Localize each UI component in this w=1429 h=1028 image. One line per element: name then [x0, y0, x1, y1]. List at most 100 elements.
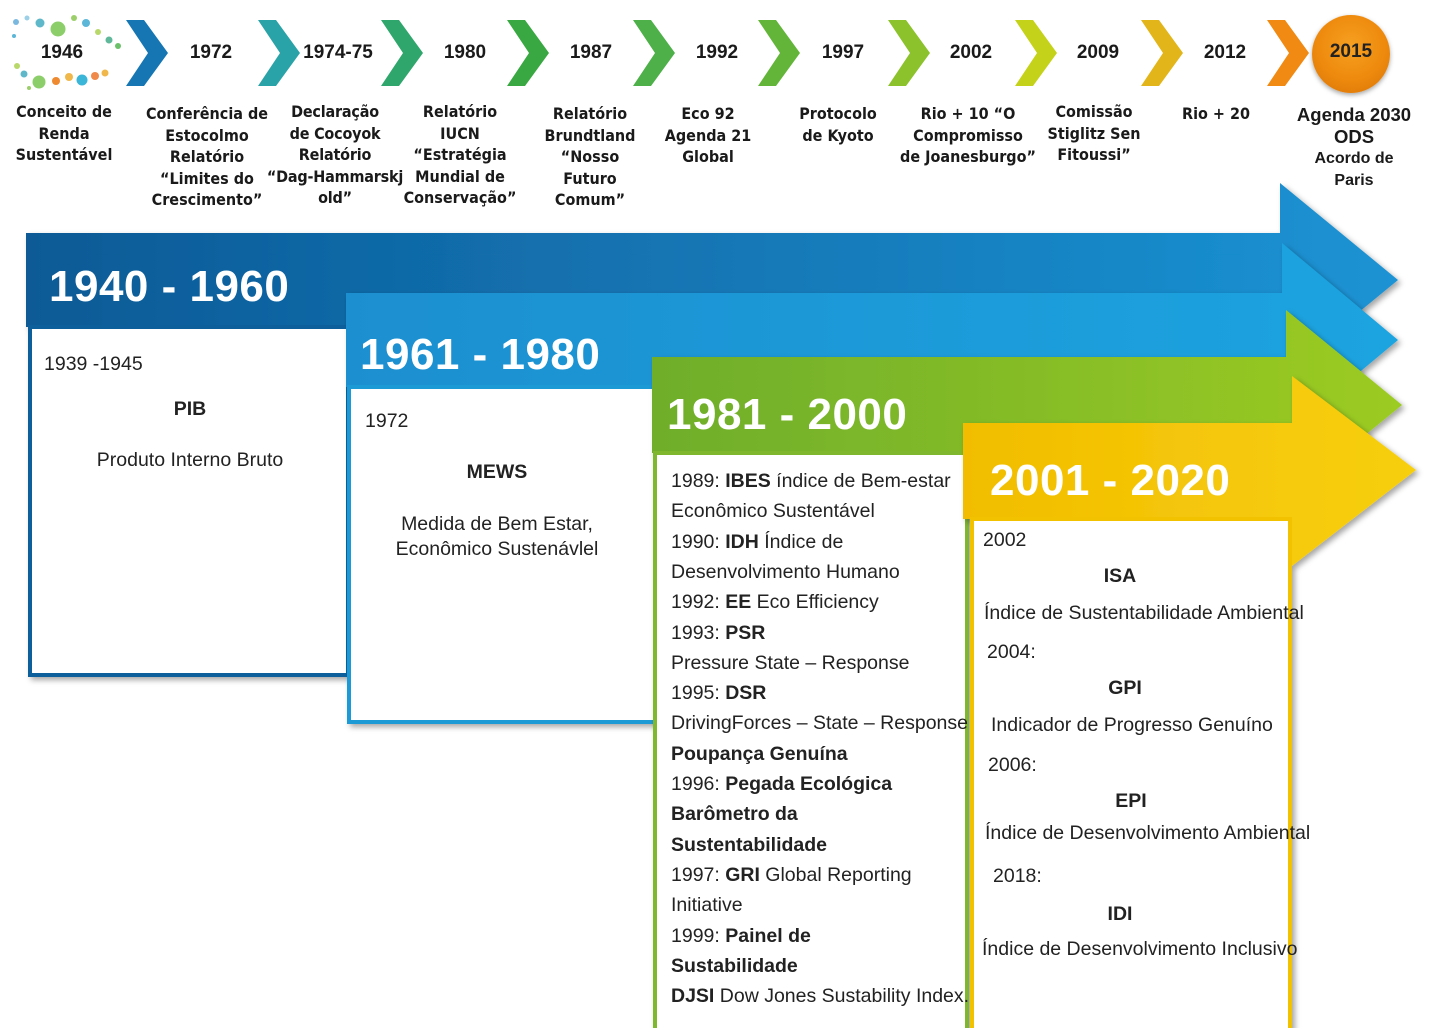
panel3-line: 1990: IDH Índice de — [671, 531, 843, 554]
panel4-name: Índice de Desenvolvimento Inclusivo — [982, 938, 1298, 960]
milestone-2015: Agenda 2030 ODS Acordo de Paris — [1284, 104, 1424, 191]
milestone-line: Sustentável — [15, 145, 113, 165]
band-title: 2001 - 2020 — [990, 456, 1231, 505]
panel3-line-bold: Sustabilidade — [671, 954, 798, 977]
panel4-year: 2006: — [988, 754, 1037, 776]
milestone-line: Declaração — [291, 102, 379, 121]
panel3-line-pre: 1993: — [671, 621, 726, 644]
timeline-year-2009: 2009 — [1076, 42, 1120, 63]
panel3-line: 1992: EE Eco Efficiency — [671, 591, 879, 614]
panel3-line-pre: DrivingForces – State – Response — [671, 712, 968, 735]
panel3-line-bold: Sustentabilidade — [671, 833, 828, 856]
milestone-line: Relatório — [422, 102, 498, 121]
panel4-year: 2002 — [983, 529, 1027, 551]
panel3-line-bold: GRI — [725, 863, 760, 886]
timeline-year-2012: 2012 — [1203, 42, 1247, 63]
panel3-line: 1989: IBES índice de Bem-estar — [671, 470, 951, 493]
milestone-1974-75: Declaração de Cocoyok Relatório “Dag-Ham… — [265, 101, 405, 209]
band-1961-1980 — [346, 243, 1398, 724]
panel3-line-bold: Barômetro da — [671, 803, 798, 826]
milestone-1997: Protocolo de Kyoto — [768, 103, 908, 146]
milestone-line: Renda — [38, 123, 90, 143]
milestone-line: Paris — [1334, 171, 1374, 189]
milestone-line: Rio + 20 — [1181, 104, 1250, 123]
panel3-line-pre: Desenvolvimento Humano — [671, 560, 900, 583]
panel3-line-bold: Pegada Ecológica — [725, 773, 893, 795]
milestone-line: Relatório — [552, 104, 628, 123]
milestone-line: Brundtland — [544, 125, 636, 145]
panel3-line: DJSI Dow Jones Sustability Index. — [671, 985, 969, 1008]
milestone-1987: Relatório Brundtland “Nosso Futuro Comum… — [520, 103, 660, 211]
timeline-year-1987: 1987 — [569, 42, 613, 63]
timeline-year-1974-75: 1974-75 — [303, 42, 373, 63]
milestone-2002: Rio + 10 “O Compromisso de Joanesburgo” — [898, 103, 1038, 168]
panel4-acronym: IDI — [1107, 903, 1133, 925]
milestone-line: de Joanesburgo” — [900, 147, 1036, 167]
milestone-line: Relatório — [298, 145, 372, 165]
milestone-line: Fitoussi” — [1057, 145, 1131, 165]
panel4-acronym: GPI — [1108, 677, 1142, 699]
milestone-2012: Rio + 20 — [1146, 103, 1286, 125]
panel3-line-post: Global Reporting — [759, 863, 912, 886]
panel3-line-pre: 1995: — [671, 682, 726, 705]
chevron-right-icon — [1015, 20, 1057, 86]
panel3-line: 1997: GRI Global Reporting — [671, 864, 912, 887]
panel1-name: Produto Interno Bruto — [96, 449, 284, 471]
panel1-period: 1939 -1945 — [44, 353, 143, 375]
panel1-acronym: PIB — [173, 398, 207, 420]
panel3-line-post: Índice de — [758, 530, 844, 553]
milestone-line: old” — [318, 188, 352, 208]
panel2-period: 1972 — [365, 410, 409, 432]
panel3-line: 1993: PSR — [671, 622, 765, 645]
milestone-line: “Dag-Hammarskj — [266, 166, 404, 186]
timeline-year-2002: 2002 — [949, 42, 993, 63]
milestone-line: Conferência de — [145, 104, 269, 123]
milestone-line: Compromisso — [913, 125, 1023, 145]
panel3-line-bold: PSR — [725, 621, 766, 644]
milestone-1946: Conceito de Renda Sustentável — [0, 101, 134, 166]
panel3-line-pre: 1996: — [671, 773, 726, 795]
panel3-line-pre: 1999: — [671, 924, 726, 947]
milestone-line: de Kyoto — [802, 125, 874, 145]
timeline-year-1946: 1946 — [40, 42, 84, 63]
milestone-line: Agenda 2030 — [1296, 104, 1412, 125]
panel3-line: Sustentabilidade — [671, 834, 827, 857]
panel3-line: Pressure State – Response — [671, 652, 909, 675]
band-title: 1981 - 2000 — [667, 390, 908, 439]
milestone-line: Rio + 10 “O — [920, 104, 1016, 123]
panel3-line: 1999: Painel de — [671, 925, 811, 948]
panel3-line-pre: 1997: — [671, 863, 726, 886]
milestone-line: Comum” — [554, 190, 626, 210]
band-2001-2020 — [963, 376, 1416, 1028]
panel3-line-bold: IDH — [725, 530, 759, 553]
milestone-1972: Conferência de Estocolmo Relatório “Limi… — [137, 103, 277, 211]
milestone-line: “Limites do — [160, 168, 254, 188]
panel2-name-line: Econômico Sustenávlel — [395, 538, 599, 560]
milestone-line: Conservação” — [403, 188, 517, 208]
panel3-line-pre: Econômico Sustentável — [671, 500, 875, 523]
year-2015-circle — [1312, 15, 1390, 93]
panel3-line-bold: DSR — [725, 682, 767, 705]
milestone-line: Stiglitz Sen — [1047, 123, 1141, 143]
band-title: 1940 - 1960 — [49, 262, 290, 311]
panel3-line: Poupança Genuína — [671, 743, 848, 766]
panel3-line: Sustabilidade — [671, 955, 798, 978]
panel3-line: Desenvolvimento Humano — [671, 561, 900, 584]
milestone-line: Global — [682, 147, 734, 167]
panel4-name: Indicador de Progresso Genuíno — [991, 714, 1273, 736]
milestone-line: “Estratégia — [413, 145, 507, 165]
panel2-acronym: MEWS — [466, 461, 528, 483]
band-title: 1961 - 1980 — [360, 330, 601, 379]
milestone-1980: Relatório IUCN “Estratégia Mundial de Co… — [390, 101, 530, 209]
timeline-year-1997: 1997 — [821, 42, 865, 63]
chevron-right-icon — [126, 20, 168, 86]
milestone-line: Eco 92 — [681, 104, 735, 123]
panel2-name: Medida de Bem Estar, Econômico Sustenávl… — [362, 512, 632, 562]
panel3-line: Barômetro da — [671, 803, 798, 826]
panel3-line-post: Dow Jones Sustability Index. — [714, 985, 970, 1008]
panel4-year: 2004: — [987, 641, 1036, 663]
milestone-line: “Nosso — [560, 147, 620, 167]
chevron-right-icon — [507, 20, 549, 86]
panel3-line-bold: EE — [725, 591, 752, 614]
